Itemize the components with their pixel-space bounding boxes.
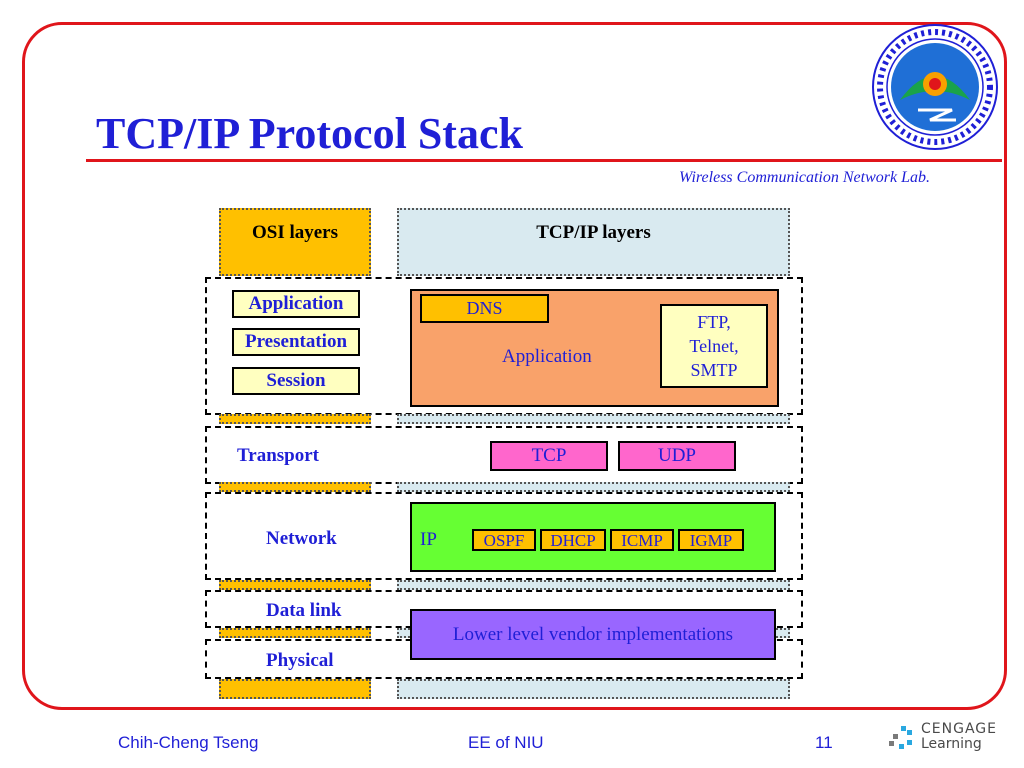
cengage-learning: Learning — [921, 736, 982, 752]
separator-osi — [219, 628, 371, 638]
page-title: TCP/IP Protocol Stack — [96, 109, 523, 158]
footer-author: Chih-Cheng Tseng — [118, 733, 259, 752]
telnet-line: Telnet, — [689, 336, 739, 356]
smtp-line: SMTP — [690, 360, 738, 380]
tcpip-column-header: TCP/IP layers — [397, 208, 790, 276]
ospf-box: OSPF — [472, 529, 536, 551]
icmp-box: ICMP — [610, 529, 674, 551]
osi-presentation: Presentation — [232, 328, 360, 356]
lab-name: Wireless Communication Network Lab. — [679, 169, 930, 186]
osi-column-title: OSI layers — [251, 222, 339, 243]
igmp-box: IGMP — [678, 529, 744, 551]
cengage-brand: CENGAGE — [921, 721, 997, 737]
cengage-logo: CENGAGE Learning — [887, 722, 1017, 756]
title-divider — [86, 159, 1002, 162]
osi-transport: Transport — [237, 445, 319, 466]
tcpip-column-title: TCP/IP layers — [536, 222, 651, 243]
university-seal-icon — [872, 24, 998, 150]
tcp-box: TCP — [490, 441, 608, 471]
osi-physical: Physical — [266, 650, 334, 671]
osi-datalink: Data link — [266, 600, 342, 621]
lower-level-box: Lower level vendor implementations — [410, 609, 776, 660]
osi-network: Network — [266, 528, 337, 549]
separator-tcpip — [397, 414, 790, 424]
dhcp-box: DHCP — [540, 529, 606, 551]
ftp-telnet-smtp-box: FTP, Telnet, SMTP — [660, 304, 768, 388]
udp-box: UDP — [618, 441, 736, 471]
separator-osi — [219, 580, 371, 590]
ftp-line: FTP, — [697, 312, 731, 332]
cengage-mark-icon — [889, 726, 912, 749]
osi-application: Application — [232, 290, 360, 318]
separator-tcpip — [397, 482, 790, 492]
osi-session: Session — [232, 367, 360, 395]
footer-page-number: 11 — [815, 733, 833, 752]
footer-department: EE of NIU — [468, 733, 544, 752]
ip-label: IP — [420, 529, 437, 550]
dns-box: DNS — [420, 294, 549, 323]
footer-strip-tcpip — [397, 679, 790, 699]
tcpip-application-label: Application — [502, 346, 592, 367]
separator-osi — [219, 482, 371, 492]
osi-column-header: OSI layers — [219, 208, 371, 276]
separator-tcpip — [397, 580, 790, 590]
slide-frame — [22, 22, 1007, 710]
separator-osi — [219, 414, 371, 424]
footer-strip-osi — [219, 679, 371, 699]
network-band — [205, 492, 803, 580]
